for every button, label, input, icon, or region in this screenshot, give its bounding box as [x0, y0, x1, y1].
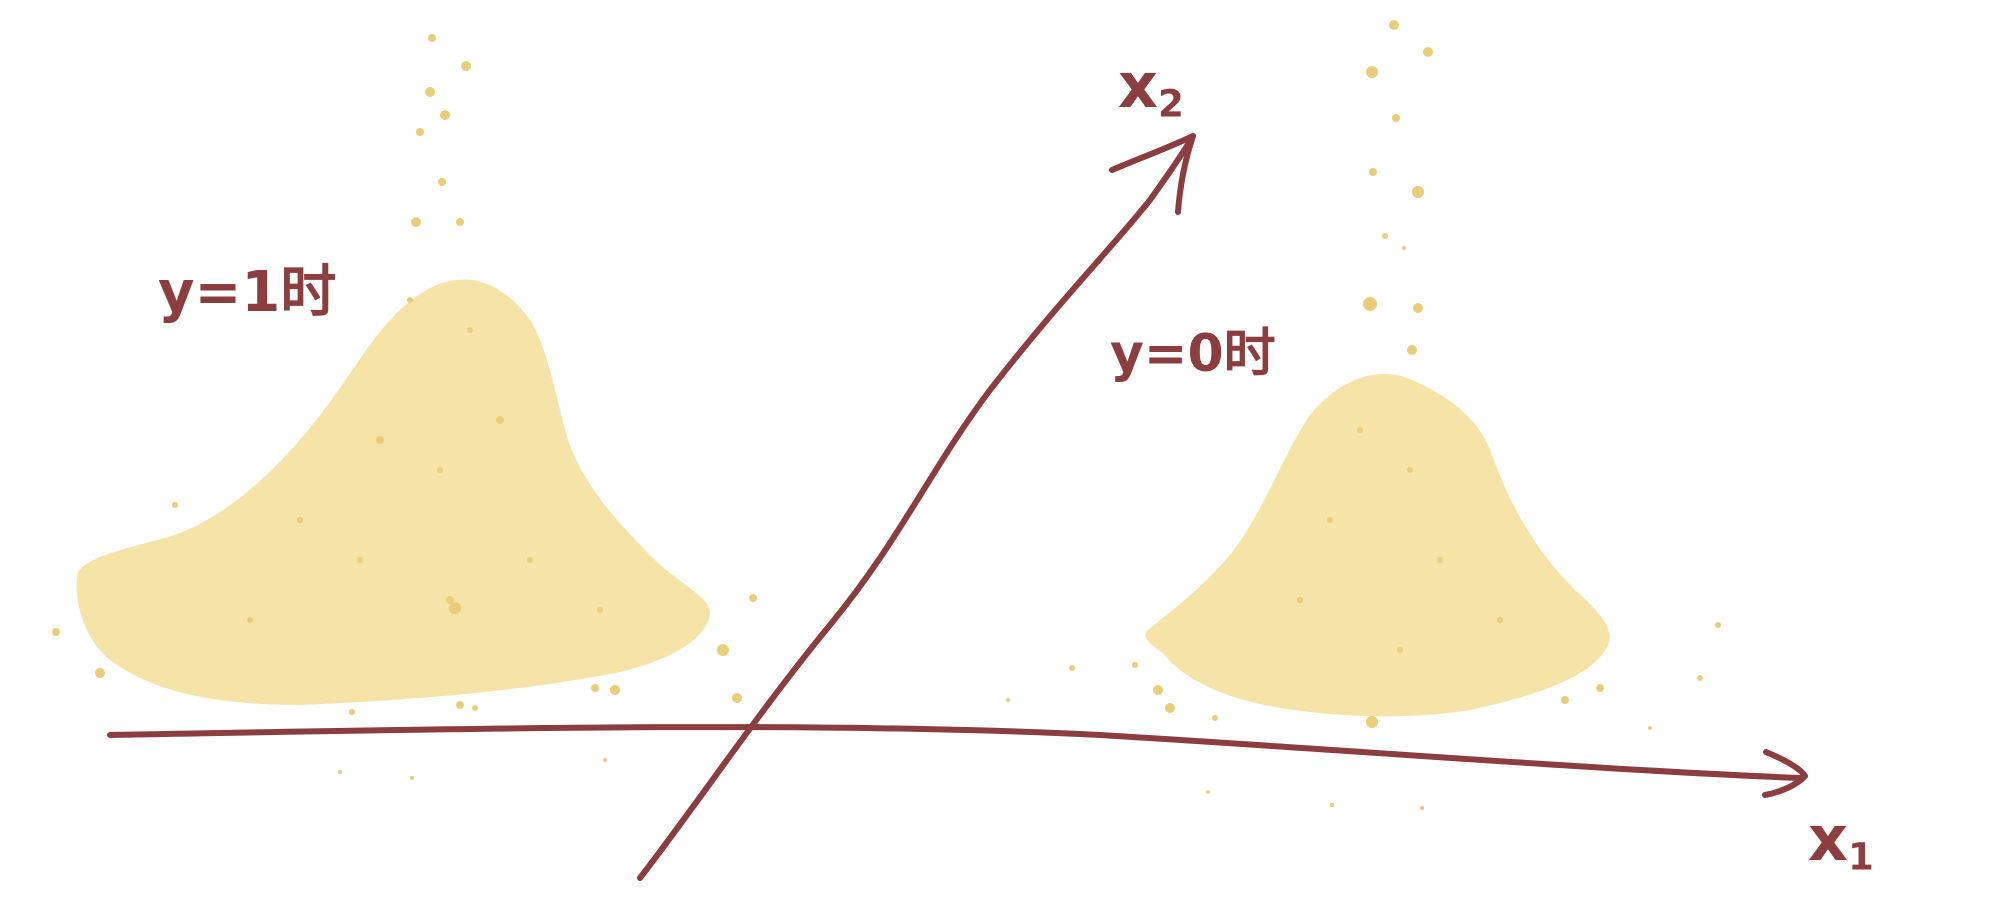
label-y-equals-1: y=1时	[158, 260, 337, 325]
label-y-equals-0: y=0时	[1110, 324, 1276, 384]
distribution-y0	[1006, 20, 1721, 810]
x1-axis-line	[107, 724, 1803, 781]
mound-y0	[1145, 373, 1610, 717]
distribution-y1	[52, 34, 757, 780]
x2-label-subscript: 2	[1158, 81, 1184, 126]
x2-axis-line	[637, 133, 1196, 881]
mound-y1	[76, 279, 711, 705]
x2-arrowhead	[1109, 133, 1196, 215]
speckle-y0	[1006, 20, 1721, 810]
x2-axis	[637, 133, 1196, 881]
x2-label-base: x	[1118, 49, 1158, 122]
x2-axis-label: x2	[1118, 55, 1184, 123]
x1-axis	[107, 724, 1808, 798]
x1-label-subscript: 1	[1848, 834, 1874, 879]
x1-arrowhead	[1762, 749, 1808, 798]
x1-label-base: x	[1808, 802, 1848, 875]
speckle-y1	[52, 34, 757, 780]
x1-axis-label: x1	[1808, 808, 1874, 876]
